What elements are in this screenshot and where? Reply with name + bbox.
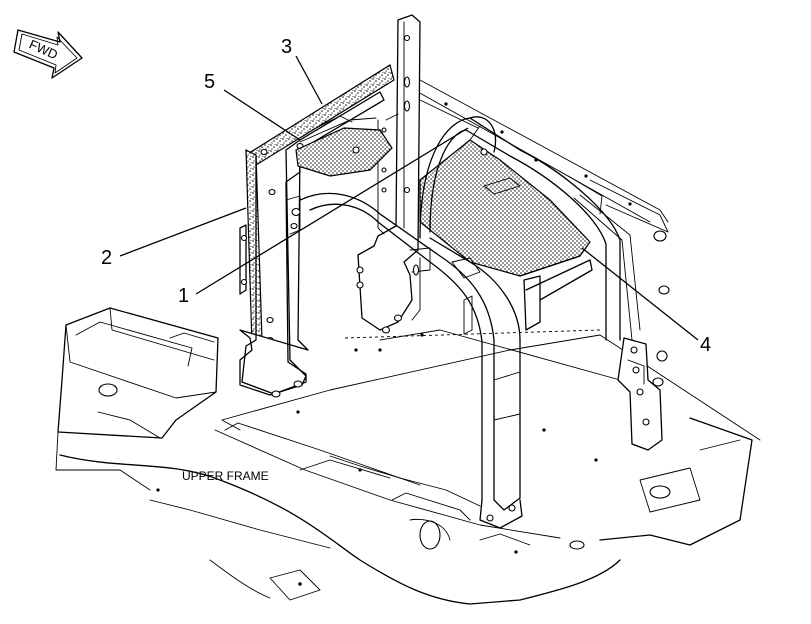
callout-2: 2 [101,247,112,269]
right-arch-frame [409,116,621,341]
callout-5: 5 [204,71,215,93]
callout-3: 3 [281,36,292,58]
forward-direction-arrow-icon: FWD [13,29,83,79]
callout-leaders [119,55,699,341]
right-bracket [617,337,663,451]
leader-4 [581,247,699,341]
leader-1 [195,127,469,295]
callout-1: 1 [178,285,189,307]
leader-5 [223,89,301,141]
upper-frame-label: UPPER FRAME [182,469,269,483]
insulation-panel-5 [295,115,393,177]
insulation-panel-2 [245,148,276,346]
leader-2 [119,207,247,257]
callout-4: 4 [700,334,711,356]
center-post [356,14,421,334]
callout-labels: 1 2 3 4 5 [101,36,711,356]
front-arch [299,192,523,529]
left-bracket [239,91,385,398]
upper-frame: UPPER FRAME [55,307,753,605]
leader-3 [295,55,323,105]
floor-plate [221,329,761,441]
